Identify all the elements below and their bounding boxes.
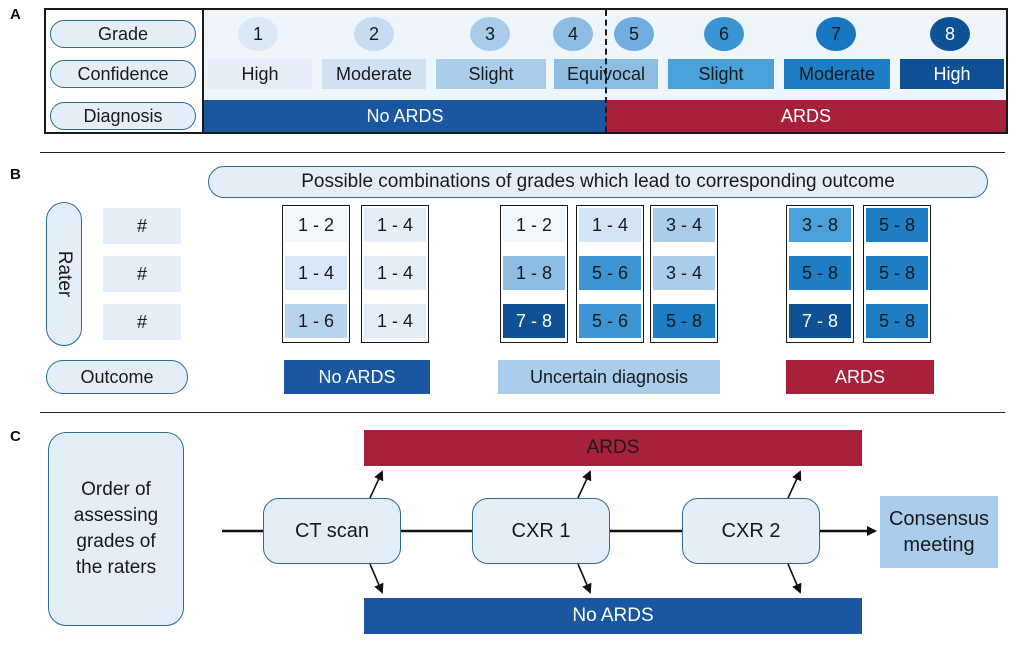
combination-cell: 5 - 8 <box>653 304 715 338</box>
combination-cell: 5 - 8 <box>789 256 851 290</box>
grade-7-circle: 7 <box>816 17 856 51</box>
combination-cell: 5 - 8 <box>866 304 928 338</box>
confidence-slight-ards: Slight <box>668 59 774 89</box>
combination-cell: 5 - 8 <box>866 256 928 290</box>
combination-column: 1 - 4 5 - 6 5 - 6 <box>576 205 644 343</box>
combination-cell: 1 - 4 <box>364 304 426 338</box>
panel-b-letter: B <box>10 166 21 183</box>
combination-column: 1 - 2 1 - 4 1 - 6 <box>282 205 350 343</box>
confidence-high-no-ards: High <box>208 59 312 89</box>
combination-cell: 1 - 4 <box>364 208 426 242</box>
step-cxr-1: CXR 1 <box>472 498 610 564</box>
grade-3-circle: 3 <box>470 17 510 51</box>
rater-label-text: Rater <box>54 250 75 298</box>
combination-cell: 1 - 2 <box>285 208 347 242</box>
outcome-no-ards: No ARDS <box>284 360 430 394</box>
consensus-meeting-box: Consensus meeting <box>880 496 998 568</box>
combination-column: 3 - 8 5 - 8 7 - 8 <box>786 205 854 343</box>
combination-cell: 5 - 8 <box>866 208 928 242</box>
confidence-moderate-ards: Moderate <box>784 59 890 89</box>
grade-6-circle: 6 <box>704 17 744 51</box>
combination-cell: 1 - 8 <box>503 256 565 290</box>
cxr2-to-ards-arrow <box>787 470 802 499</box>
combination-cell: 1 - 4 <box>579 208 641 242</box>
grade-row-label: Grade <box>50 20 196 48</box>
combination-cell: 5 - 6 <box>579 304 641 338</box>
confidence-moderate-no-ards: Moderate <box>322 59 426 89</box>
combination-cell: 5 - 6 <box>579 256 641 290</box>
combination-cell: 7 - 8 <box>789 304 851 338</box>
combination-cell: 3 - 4 <box>653 256 715 290</box>
threshold-dashed-line <box>605 10 607 132</box>
combination-cell: 7 - 8 <box>503 304 565 338</box>
grade-2-circle: 2 <box>354 17 394 51</box>
combination-cell: 1 - 6 <box>285 304 347 338</box>
panel-separator-bc <box>40 412 1005 413</box>
combination-cell: 3 - 8 <box>789 208 851 242</box>
grade-1-circle: 1 <box>238 17 278 51</box>
grade-8-circle: 8 <box>930 17 970 51</box>
confidence-high-ards: High <box>900 59 1004 89</box>
grade-table-divider <box>202 8 204 134</box>
cxr2-to-no-ards-arrow <box>787 563 802 594</box>
outcome-label: Outcome <box>46 360 188 394</box>
outcome-ards: ARDS <box>786 360 934 394</box>
panel-a-letter: A <box>10 6 21 23</box>
combination-column: 1 - 4 1 - 4 1 - 4 <box>361 205 429 343</box>
panel-c-letter: C <box>10 428 21 445</box>
combination-cell: 1 - 4 <box>364 256 426 290</box>
no-ards-bar: No ARDS <box>364 598 862 634</box>
diagnosis-ards-bar: ARDS <box>606 100 1006 132</box>
combination-column: 1 - 2 1 - 8 7 - 8 <box>500 205 568 343</box>
rater-3-hash: # <box>103 304 181 340</box>
combinations-header: Possible combinations of grades which le… <box>208 166 988 198</box>
confidence-row-label: Confidence <box>50 60 196 88</box>
grade-table <box>44 8 1008 134</box>
combination-column: 3 - 4 3 - 4 5 - 8 <box>650 205 718 343</box>
panel-separator-ab <box>40 152 1005 153</box>
grade-5-circle: 5 <box>614 17 654 51</box>
grade-4-circle: 4 <box>553 17 593 51</box>
ct-to-ards-arrow <box>369 470 384 499</box>
combination-cell: 3 - 4 <box>653 208 715 242</box>
ards-bar: ARDS <box>364 430 862 466</box>
rater-1-hash: # <box>103 208 181 244</box>
outcome-uncertain-diagnosis: Uncertain diagnosis <box>498 360 720 394</box>
rater-label: Rater <box>46 202 82 346</box>
order-label: Order of assessing grades of the raters <box>48 432 184 626</box>
combination-cell: 1 - 2 <box>503 208 565 242</box>
confidence-slight-no-ards: Slight <box>436 59 546 89</box>
cxr1-to-no-ards-arrow <box>577 563 592 594</box>
cxr1-to-ards-arrow <box>577 470 592 499</box>
diagnosis-row-label: Diagnosis <box>50 102 196 130</box>
combination-cell: 1 - 4 <box>285 256 347 290</box>
step-ct-scan: CT scan <box>263 498 401 564</box>
rater-2-hash: # <box>103 256 181 292</box>
ct-to-no-ards-arrow <box>369 563 384 594</box>
step-cxr-2: CXR 2 <box>682 498 820 564</box>
combination-column: 5 - 8 5 - 8 5 - 8 <box>863 205 931 343</box>
diagnosis-no-ards-bar: No ARDS <box>204 100 606 132</box>
